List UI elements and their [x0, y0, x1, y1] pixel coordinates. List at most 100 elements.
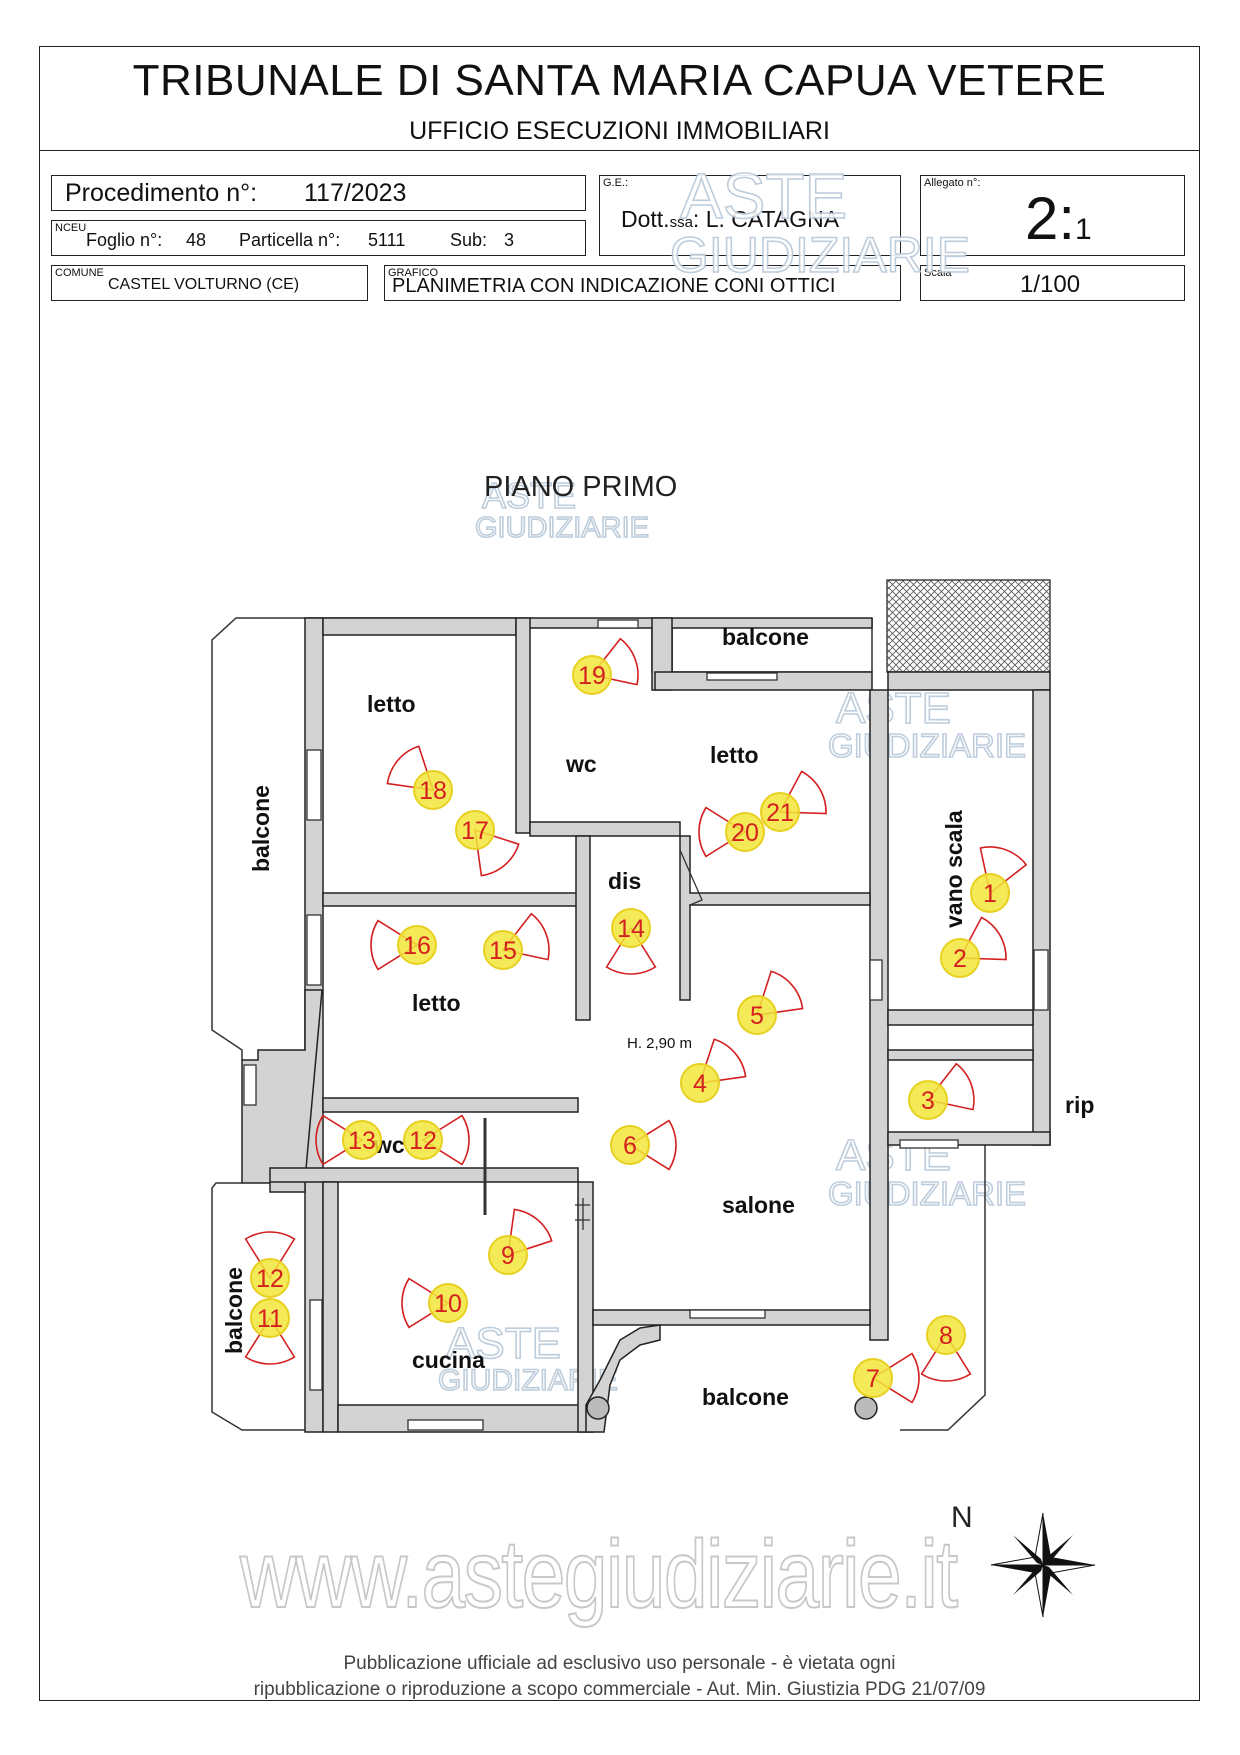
judge-surname: : L. CATAGNA: [692, 206, 840, 232]
view-cone-marker-8: 8: [920, 1315, 972, 1382]
allegato-main: 2:: [1025, 185, 1076, 252]
grafico-box: GRAFICO PLANIMETRIA CON INDICAZIONE CONI…: [384, 265, 901, 301]
watermark-url: www.astegiudiziarie.it: [239, 1520, 959, 1629]
view-cone-icon: [698, 806, 747, 858]
view-cone-marker-17: 17: [455, 810, 520, 877]
watermark-giudiziarie-salone: GIUDIZIARIE: [828, 1175, 1026, 1212]
marker-badge: [413, 770, 453, 810]
marker-badge: [760, 792, 800, 832]
foglio-value: 48: [186, 230, 207, 250]
scala-tag: Scala: [924, 267, 952, 279]
marker-number: 10: [434, 1290, 462, 1318]
view-cone-marker-11: 11: [244, 1298, 296, 1365]
judge-prefix: Dott.: [621, 206, 670, 232]
watermark-giudiziarie-header: GIUDIZIARIE: [670, 227, 970, 283]
marker-number: 11: [257, 1305, 283, 1333]
view-cone-marker-19: 19: [572, 637, 639, 695]
room-balcone-left: balcone: [248, 785, 274, 872]
marker-number: 13: [348, 1127, 376, 1155]
view-cone-icon: [628, 1119, 677, 1171]
comune-tag: COMUNE: [55, 267, 104, 279]
view-cone-marker-9: 9: [488, 1208, 553, 1275]
view-cone-icon: [926, 1062, 975, 1111]
view-cone-icon: [958, 916, 1007, 961]
marker-number: 12: [409, 1127, 437, 1155]
view-cone-icon: [421, 1114, 470, 1166]
allegato-tag: Allegato n°:: [924, 177, 981, 189]
judge-name: Dott.ssa: L. CATAGNA: [621, 206, 839, 233]
page-frame: [39, 46, 1200, 1701]
stair-hatch: [886, 579, 1051, 673]
office-subtitle: UFFICIO ESECUZIONI IMMOBILIARI: [409, 117, 830, 145]
column-right: [854, 1396, 878, 1420]
view-cone-marker-2: 2: [940, 916, 1007, 978]
marker-number: 12: [256, 1265, 284, 1293]
foglio-label: Foglio n°:: [86, 230, 163, 250]
marker-number: 6: [623, 1132, 637, 1160]
view-cone-marker-16: 16: [370, 919, 437, 971]
allegato-number: 2:1: [1025, 184, 1092, 253]
watermark-giudiziarie-right: GIUDIZIARIE: [828, 727, 1026, 764]
procedimento-value: 117/2023: [304, 179, 407, 207]
view-cone-marker-4: 4: [680, 1038, 747, 1103]
marker-number: 21: [766, 799, 794, 827]
marker-number: 17: [461, 817, 489, 845]
view-cone-marker-21: 21: [760, 770, 827, 832]
room-letto-top-right: letto: [710, 742, 759, 768]
marker-badge: [853, 1358, 893, 1398]
judge-ssa: ssa: [669, 214, 693, 231]
view-cone-icon: [979, 846, 1028, 895]
marker-number: 14: [617, 915, 645, 943]
view-cone-icon: [401, 1277, 450, 1329]
view-cone-marker-13: 13: [315, 1114, 382, 1166]
scala-box: Scala 1/100: [920, 265, 1185, 301]
view-cone-marker-12: 12: [403, 1114, 470, 1166]
watermark-giudiziarie-title: GIUDIZIARIE: [475, 512, 649, 544]
marker-badge: [455, 810, 495, 850]
view-cone-icon: [590, 637, 639, 686]
marker-badge: [611, 908, 651, 948]
view-cone-icon: [244, 1316, 296, 1365]
marker-badge: [428, 1283, 468, 1323]
openings: [243, 619, 1049, 1431]
column-left: [586, 1396, 610, 1420]
room-letto-middle: letto: [412, 990, 461, 1016]
particella-value: 5111: [368, 230, 406, 250]
view-cone-icon: [474, 828, 520, 877]
marker-badge: [940, 938, 980, 978]
view-cone-icon: [698, 1038, 747, 1084]
particella-label: Particella n°:: [239, 230, 341, 250]
view-cone-marker-5: 5: [737, 970, 804, 1035]
marker-number: 19: [578, 662, 606, 690]
nceu-tag: NCEU: [55, 222, 87, 234]
view-cone-marker-7: 7: [853, 1352, 920, 1404]
marker-badge: [250, 1298, 290, 1338]
allegato-box: Allegato n°: 2:1: [920, 175, 1185, 256]
view-cone-icon: [920, 1333, 972, 1382]
marker-badge: [572, 655, 612, 695]
marker-number: 15: [489, 937, 517, 965]
marker-number: 2: [953, 945, 967, 973]
view-cone-icon: [605, 926, 657, 975]
view-cone-marker-6: 6: [610, 1119, 677, 1171]
marker-number: 16: [403, 932, 431, 960]
room-balcone-top: balcone: [722, 624, 809, 650]
view-cone-marker-3: 3: [908, 1062, 975, 1120]
marker-number: 3: [921, 1087, 935, 1115]
footer-line-1: Pubblicazione ufficiale ad esclusivo uso…: [343, 1653, 896, 1674]
view-cone-icon: [755, 970, 804, 1016]
marker-number: 20: [731, 819, 759, 847]
view-cone-marker-14: 14: [605, 908, 657, 975]
scala-value: 1/100: [1020, 271, 1081, 298]
marker-number: 4: [693, 1070, 707, 1098]
marker-number: 7: [866, 1365, 880, 1393]
sub-value: 3: [504, 230, 515, 250]
view-cone-marker-15: 15: [483, 912, 550, 970]
marker-badge: [725, 812, 765, 852]
view-cone-icon: [315, 1114, 364, 1166]
procedimento-box: Procedimento n°: 117/2023: [51, 175, 586, 211]
sub-label: Sub:: [450, 230, 488, 250]
grafico-tag: GRAFICO: [388, 267, 439, 279]
